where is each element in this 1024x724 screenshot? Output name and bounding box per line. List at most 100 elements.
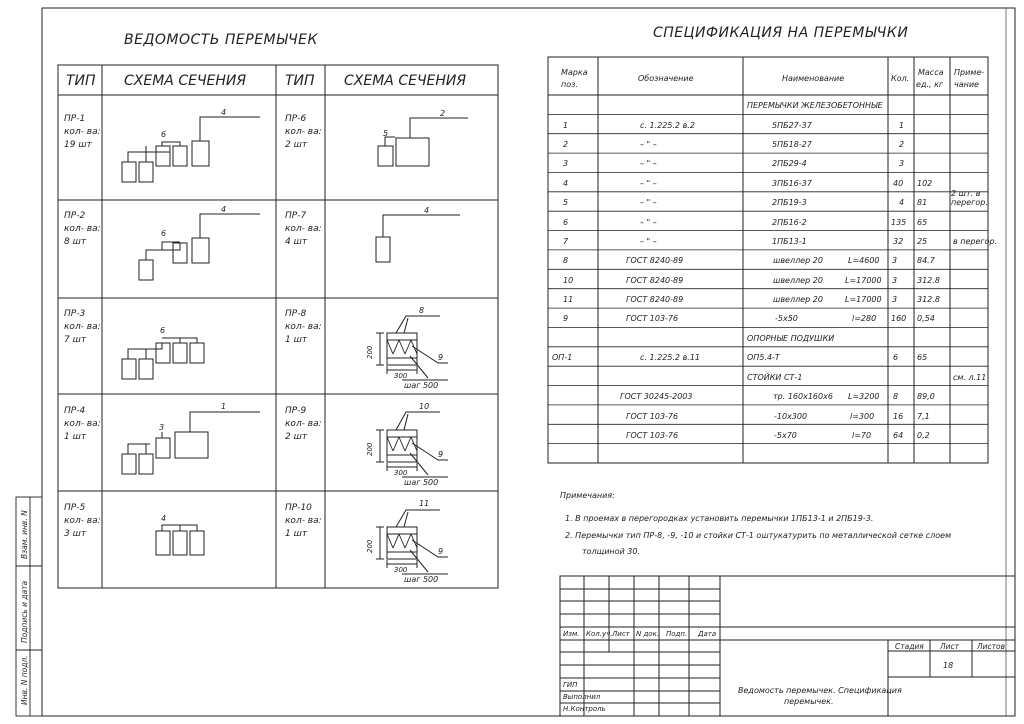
dimension-label: 200 xyxy=(366,442,374,456)
section-sketch xyxy=(121,116,260,183)
spec-cell-note: в перегор. xyxy=(953,237,997,246)
stamp-sheet-number: 18 xyxy=(943,661,953,670)
callout-label: 9 xyxy=(438,450,443,459)
note-item: 1. В проемах в перегородках установить п… xyxy=(565,514,873,523)
side-stamp-label-3: Взам. инв. N xyxy=(20,510,29,559)
spec-cell-pos: 3 xyxy=(563,159,568,168)
spec-cell-name: ОП5.4-Т xyxy=(747,353,781,362)
vedomost-row: ПР-2 кол- ва: 8 шт 4 6 ПР-7 кол- ва: 4 ш… xyxy=(64,205,460,281)
spec-cell-obozn: ГОСТ 8240-89 xyxy=(626,276,683,285)
section-sketch xyxy=(155,524,205,556)
spec-cell-length: l=70 xyxy=(852,431,871,440)
spec-cell-note: см. л.11 xyxy=(953,373,986,382)
callout-label: 4 xyxy=(424,206,429,215)
callout-label: 4 xyxy=(221,108,226,117)
spec-cell-length: l=280 xyxy=(852,314,876,323)
count-value: 8 шт xyxy=(64,237,87,247)
spec-cell-kol: 8 xyxy=(893,392,898,401)
section-sketch xyxy=(138,213,260,281)
callout-label: 9 xyxy=(438,353,443,362)
spec-cell-length: L=17000 xyxy=(845,276,882,285)
spec-cell-mass: 102 xyxy=(917,179,932,188)
spec-header-massa-unit: ед., кг xyxy=(916,80,944,89)
stamp-doc-title-2: перемычек. xyxy=(784,697,834,706)
spec-cell-obozn: – " – xyxy=(640,198,657,207)
spec-cell-pos: 6 xyxy=(563,218,568,227)
spec-cell-obozn: – " – xyxy=(640,179,657,188)
spec-cell-name: швеллер 20 xyxy=(773,295,823,304)
spec-header-marka: Марка xyxy=(561,68,588,77)
section-sketch xyxy=(121,337,205,380)
callout-label: 2 xyxy=(440,109,445,118)
callout-label: 4 xyxy=(161,514,166,523)
spec-cell-obozn: – " – xyxy=(640,237,657,246)
spec-section-title: ПЕРЕМЫЧКИ ЖЕЛЕЗОБЕТОННЫЕ xyxy=(747,101,884,110)
side-stamp-label-2: Подпись и дата xyxy=(20,580,29,643)
spec-header-primechanie-2: чание xyxy=(954,80,979,89)
spec-cell-mass: 65 xyxy=(917,353,927,362)
pitch-label: шаг 500 xyxy=(404,575,438,584)
section-sketch xyxy=(376,315,448,381)
vedomost-row: ПР-1 кол- ва: 19 шт 4 6 ПР-6 кол- ва: 2 … xyxy=(64,108,468,183)
spec-cell-kol: 3 xyxy=(892,276,897,285)
spec-cell-mass: 312.8 xyxy=(917,276,940,285)
section-sketch xyxy=(375,214,460,263)
spec-cell-obozn: ГОСТ 8240-89 xyxy=(626,295,683,304)
spec-cell-length: L=3200 xyxy=(848,392,880,401)
vedomost-grid xyxy=(57,64,499,589)
section-sketch xyxy=(377,117,468,167)
count-label: кол- ва: xyxy=(64,419,101,429)
spec-cell-name: швеллер 20 xyxy=(773,256,823,265)
title-block xyxy=(559,575,1016,717)
spec-cell-kol: 3 xyxy=(892,295,897,304)
spec-cell-obozn: ГОСТ 103-76 xyxy=(626,412,678,421)
spec-cell-name: -5х70 xyxy=(774,431,797,440)
spec-cell-mass: 312.8 xyxy=(917,295,940,304)
vedomost-header-scheme-right: СХЕМА СЕЧЕНИЯ xyxy=(344,73,466,89)
spec-cell-mass: 25 xyxy=(917,237,927,246)
type-label: ПР-1 xyxy=(64,114,85,124)
spec-section-title: СТОЙКИ СТ-1 xyxy=(747,371,802,382)
spec-header-naimenovanie: Наименование xyxy=(782,74,844,83)
type-label: ПР-2 xyxy=(64,211,85,221)
spec-cell-mass: 0,2 xyxy=(917,431,930,440)
spec-row-lines xyxy=(548,114,988,445)
pitch-label: шаг 500 xyxy=(404,478,438,487)
stamp-col-list: Лист xyxy=(611,630,631,638)
count-label: кол- ва: xyxy=(285,419,322,429)
spec-cell-name: 2ПБ16-2 xyxy=(772,218,807,227)
spec-cell-pos: 8 xyxy=(563,256,568,265)
spec-cell-mass: 0,54 xyxy=(917,314,935,323)
spec-cell-obozn: ГОСТ 103-76 xyxy=(626,431,678,440)
type-label: ПР-9 xyxy=(285,406,306,416)
spec-cell-mass: 81 xyxy=(917,198,927,207)
spec-cell-length: l=300 xyxy=(850,412,874,421)
callout-label: 3 xyxy=(159,423,164,432)
spec-cell-obozn: – " – xyxy=(640,218,657,227)
spec-cell-kol: 3 xyxy=(892,256,897,265)
type-label: ПР-6 xyxy=(285,114,306,124)
pitch-label: шаг 500 xyxy=(404,381,438,390)
notes-heading: Примечания: xyxy=(560,491,615,500)
dimension-label: 200 xyxy=(366,539,374,553)
vedomost-header-scheme-left: СХЕМА СЕЧЕНИЯ xyxy=(124,73,246,89)
stamp-doc-title-1: Ведомость перемычек. Спецификация xyxy=(738,686,902,695)
count-value: 3 шт xyxy=(64,529,87,539)
spec-cell-kol: 40 xyxy=(893,179,903,188)
side-stamp-label-1: Инв. N подл. xyxy=(20,655,29,705)
callout-label: 10 xyxy=(419,402,429,411)
count-value: 1 шт xyxy=(64,432,87,442)
stamp-sheets-header: Листов xyxy=(976,642,1005,651)
vedomost-row: ПР-3 кол- ва: 7 шт 6 ПР-8 кол- ва: 1 шт xyxy=(64,306,448,390)
side-stamp xyxy=(15,496,43,717)
spec-cell-obozn: ГОСТ 8240-89 xyxy=(626,256,683,265)
spec-cell-mass: 84.7 xyxy=(917,256,936,265)
spec-cell-name: 3ПБ16-37 xyxy=(772,179,813,188)
dimension-label: 300 xyxy=(394,469,408,477)
note-item: 2. Перемычки тип ПР-8, -9, -10 и стойки … xyxy=(565,531,951,540)
stamp-col-data: Дата xyxy=(697,630,716,638)
spec-cell-obozn: ГОСТ 30245-2003 xyxy=(620,392,692,401)
spec-cell-pos: 5 xyxy=(563,198,568,207)
spec-cell-obozn: ГОСТ 103-76 xyxy=(626,314,678,323)
section-sketch xyxy=(376,411,448,478)
